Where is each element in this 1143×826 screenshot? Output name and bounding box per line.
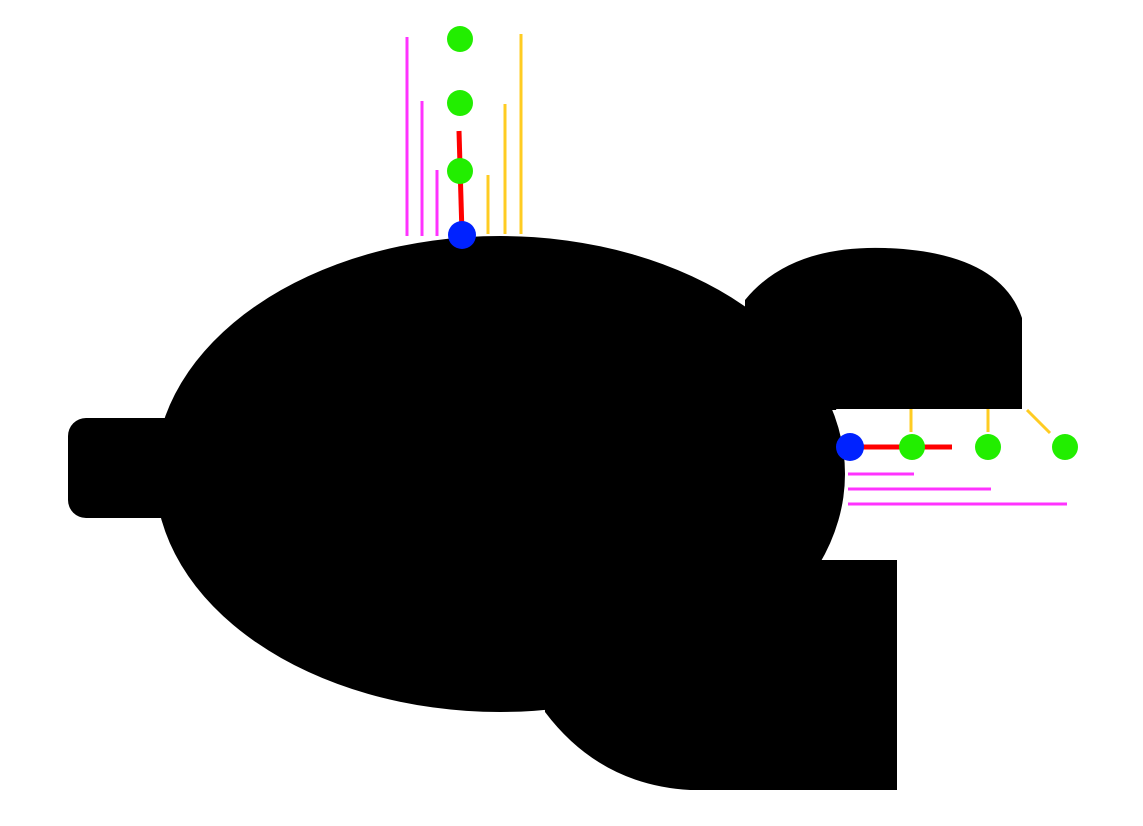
green-node-top-3: [447, 158, 473, 184]
green-node-right-2: [975, 434, 1001, 460]
vertical-marker-group: [405, 26, 523, 249]
horizontal-marker-group: [836, 408, 1078, 506]
green-node-right-3: [1052, 434, 1078, 460]
yellow-tick-3: [1025, 408, 1052, 435]
green-node-top-1: [447, 26, 473, 52]
blue-anchor-right: [836, 433, 864, 461]
main-ellipse: [155, 236, 845, 712]
black-silhouette: [68, 236, 1143, 790]
green-node-top-2: [447, 90, 473, 116]
blue-anchor-top: [448, 221, 476, 249]
top-right-dome: [745, 247, 1022, 410]
green-node-right-1: [899, 434, 925, 460]
